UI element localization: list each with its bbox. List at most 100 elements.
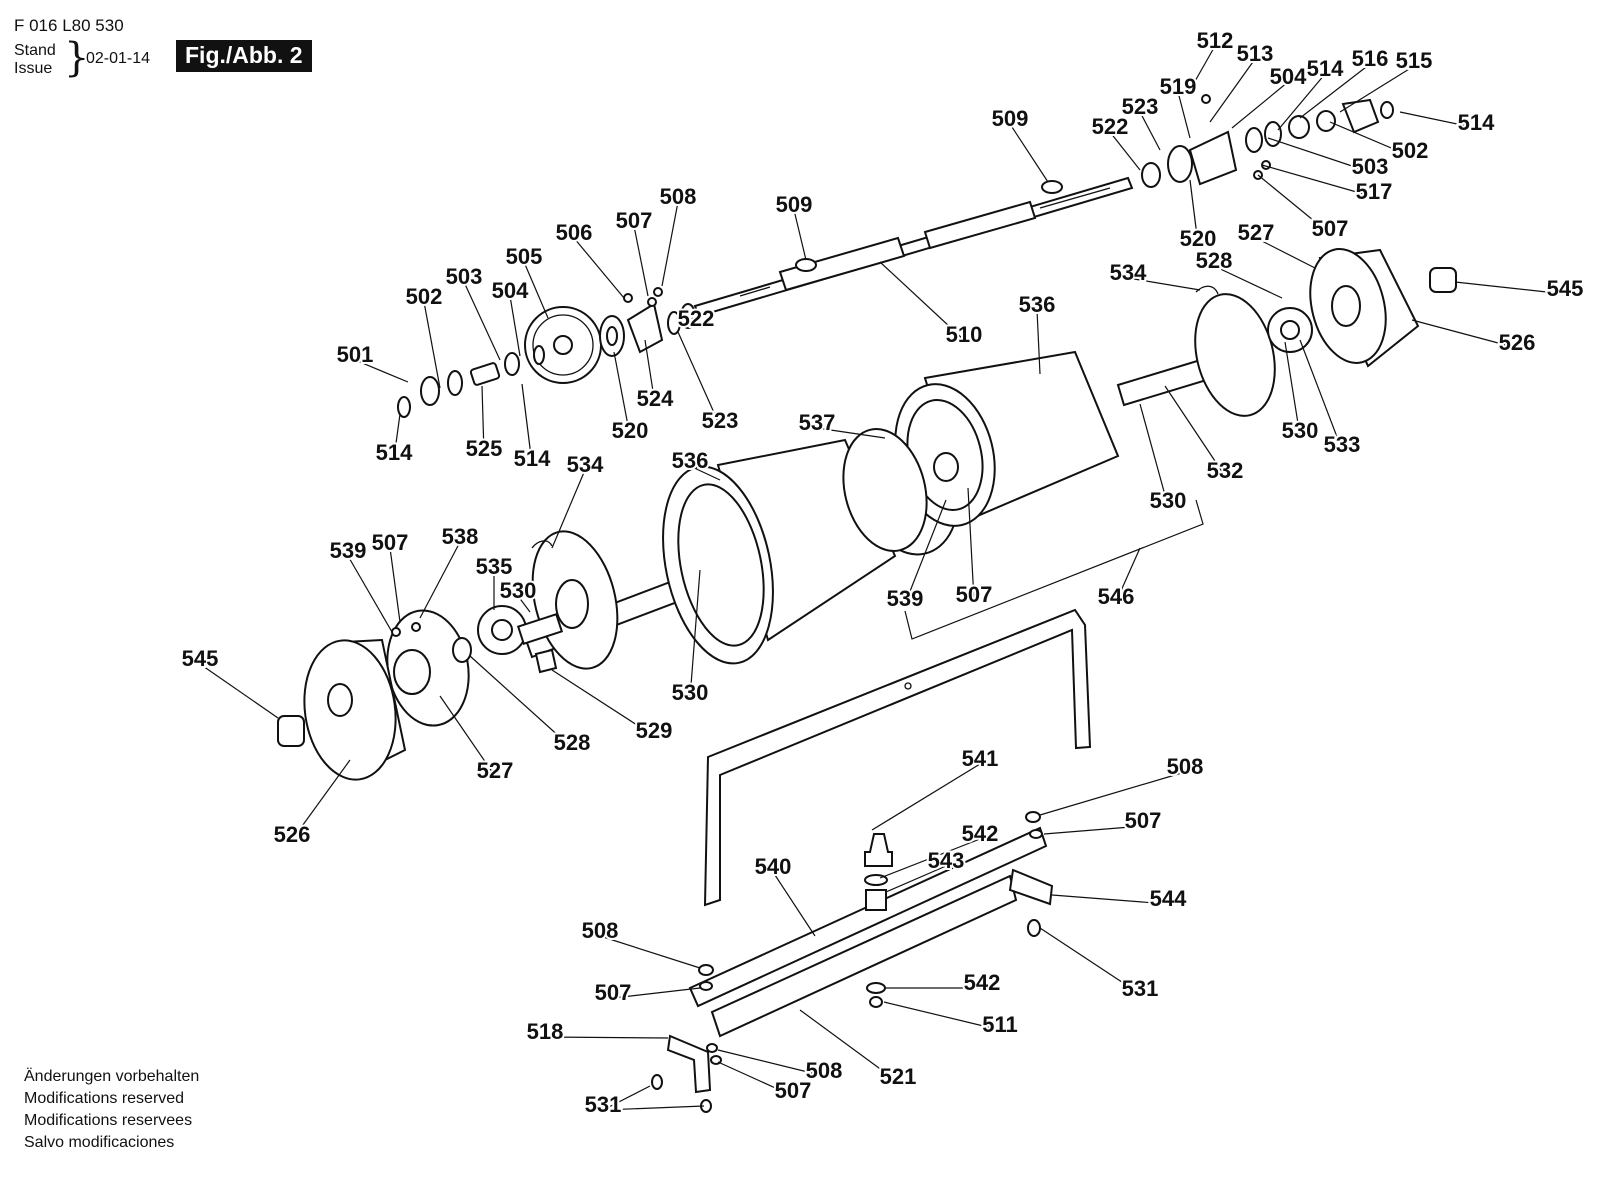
upper-shaft	[693, 176, 1134, 318]
part-callout-507: 507	[956, 582, 993, 607]
rear-hub-disc	[1194, 293, 1276, 417]
leader-line	[717, 1049, 825, 1077]
part-callout-529: 529	[636, 718, 673, 743]
part-callout-520: 520	[1180, 226, 1217, 251]
leader-line	[439, 695, 496, 777]
leader-line	[689, 465, 721, 481]
part-callout-508: 508	[660, 184, 697, 209]
rear-clutch-housing	[1309, 248, 1420, 368]
part-callout-539: 539	[330, 538, 367, 563]
leader-line	[291, 759, 351, 841]
leader-line	[644, 339, 656, 405]
note-de: Änderungen vorbehalten	[24, 1068, 200, 1085]
part-callout-538: 538	[442, 524, 479, 549]
note-es: Salvo modificaciones	[24, 1134, 175, 1151]
front-small-parts	[391, 540, 558, 674]
part-callout-517: 517	[1356, 179, 1393, 204]
leader-lines	[199, 45, 1566, 1111]
part-callout-510: 510	[946, 322, 983, 347]
front-end-cap	[303, 638, 407, 781]
leader-line	[423, 301, 441, 389]
leader-line	[1209, 58, 1256, 123]
part-callout-545: 545	[182, 646, 219, 671]
part-callout-508: 508	[806, 1058, 843, 1083]
upper-right-bearing-assembly	[1141, 94, 1394, 188]
part-callout-543: 543	[928, 848, 965, 873]
leader-line	[1051, 894, 1169, 905]
leader-line	[1257, 174, 1331, 235]
leader-line	[661, 201, 679, 287]
part-callout-524: 524	[637, 386, 674, 411]
part-callout-526: 526	[274, 822, 311, 847]
leader-line	[1255, 237, 1316, 269]
leader-line	[393, 413, 401, 459]
leader-line	[885, 865, 947, 893]
part-callout-530: 530	[1150, 488, 1187, 513]
scraper-bar	[666, 826, 1054, 1094]
leader-line	[347, 555, 393, 633]
leader-line	[691, 317, 697, 325]
assembly-bracket-546	[904, 499, 1204, 640]
upper-sprocket	[524, 306, 602, 384]
part-callout-511: 511	[982, 1012, 1018, 1037]
part-callout-522: 522	[678, 306, 715, 331]
front-bushing	[277, 715, 305, 747]
part-callout-503: 503	[446, 264, 483, 289]
leader-line	[1329, 121, 1411, 157]
leader-line	[1043, 825, 1144, 835]
part-callout-540: 540	[755, 854, 792, 879]
leader-line	[463, 281, 501, 361]
part-callout-514: 514	[1458, 110, 1495, 135]
note-fr: Modifications reservees	[24, 1112, 193, 1129]
leader-line	[879, 261, 965, 341]
leader-line	[1177, 91, 1191, 139]
part-callout-534: 534	[1110, 260, 1147, 285]
part-callout-518: 518	[527, 1019, 564, 1044]
fasteners	[651, 811, 1043, 1113]
leader-line	[1299, 339, 1343, 451]
leader-line	[419, 541, 461, 619]
footer-notes: Änderungen vorbehalten Modifications res…	[24, 1066, 199, 1154]
note-en: Modifications reserved	[24, 1090, 185, 1107]
part-callout-545: 545	[1547, 276, 1584, 301]
leader-line	[602, 1105, 705, 1111]
leader-line	[551, 469, 586, 549]
leader-line	[816, 427, 886, 439]
leader-line	[1039, 771, 1186, 816]
part-callout-528: 528	[554, 730, 591, 755]
leader-line	[967, 487, 975, 601]
leader-line	[799, 1009, 899, 1083]
part-callout-530: 530	[1282, 418, 1319, 443]
part-callout-523: 523	[702, 408, 739, 433]
upper-left-small-parts	[397, 287, 696, 418]
part-callout-514: 514	[1307, 56, 1344, 81]
figure-label-badge: Fig./Abb. 2	[176, 40, 312, 72]
part-callout-528: 528	[1196, 248, 1233, 273]
leader-line	[599, 935, 701, 969]
leader-line	[904, 499, 947, 605]
part-callout-539: 539	[887, 586, 924, 611]
part-callout-505: 505	[506, 244, 543, 269]
part-callout-541: 541	[962, 746, 999, 771]
leader-line	[544, 1036, 669, 1039]
key-upper-right	[1041, 180, 1063, 194]
leader-line	[1213, 265, 1283, 299]
part-callout-519: 519	[1160, 74, 1197, 99]
document-number: F 016 L80 530	[14, 16, 124, 35]
leader-line	[1039, 927, 1141, 995]
leader-line	[481, 385, 485, 455]
leader-line	[1454, 281, 1566, 295]
rear-drum	[842, 350, 1120, 552]
part-callout-507: 507	[775, 1078, 812, 1103]
part-callout-512: 512	[1197, 28, 1234, 53]
part-callout-507: 507	[1125, 808, 1162, 833]
leader-line	[689, 569, 701, 699]
leader-line	[1411, 319, 1518, 349]
part-callout-513: 513	[1237, 41, 1274, 66]
part-callout-508: 508	[582, 918, 619, 943]
part-callout-542: 542	[962, 821, 999, 846]
part-callout-530: 530	[500, 578, 537, 603]
rear-bushing	[1429, 267, 1457, 293]
part-callout-534: 534	[567, 452, 604, 477]
